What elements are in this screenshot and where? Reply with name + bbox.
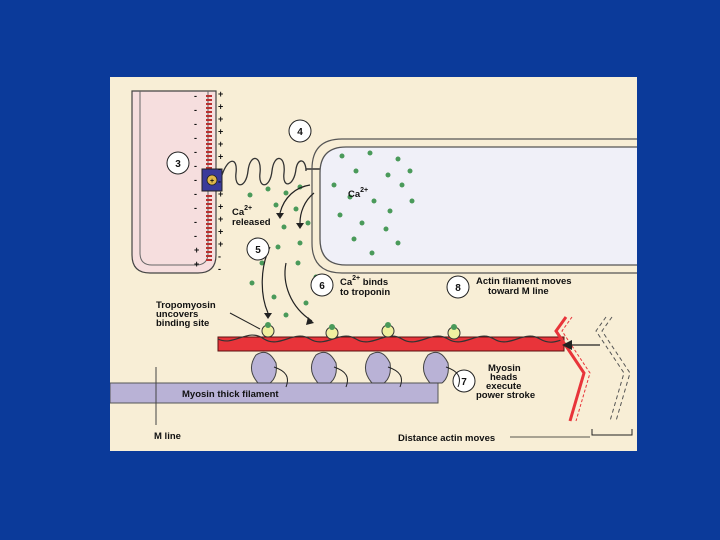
membrane-outer-sign-2: - — [194, 119, 197, 129]
membrane-inner-sign-11: + — [218, 227, 223, 237]
membrane-outer-sign-4: - — [194, 147, 197, 157]
membrane-inner-sign-9: + — [218, 202, 223, 212]
tropomyosin-pointer — [229, 312, 261, 330]
membrane-inner-sign-1: + — [218, 102, 223, 112]
ca-released-label: Ca2+released — [232, 205, 271, 228]
svg-text:8: 8 — [455, 283, 461, 294]
membrane-outer-sign-3: - — [194, 133, 197, 143]
distance-label: Distance actin moves — [398, 433, 495, 444]
membrane-outer-signs: - - - - - - - - - - - + + — [194, 91, 199, 269]
tropomyosin-strand — [217, 334, 565, 343]
t-tubule-membrane-inner — [139, 91, 209, 266]
membrane-inner-sign-0: + — [218, 89, 223, 99]
actin-thin-filament — [217, 336, 565, 352]
step-5-marker: 5 — [246, 237, 270, 261]
m-line-label: M line — [154, 431, 181, 442]
membrane-inner-sign-12: + — [218, 239, 223, 249]
ryanodine-coil — [221, 157, 307, 186]
svg-text:4: 4 — [297, 127, 303, 138]
membrane-outer-sign-9: - — [194, 217, 197, 227]
membrane-inner-sign-3: + — [218, 127, 223, 137]
z-line — [554, 316, 631, 422]
step-6-marker: 6 — [310, 273, 334, 297]
membrane-inner-sign-10: + — [218, 214, 223, 224]
myosin-filament-label: Myosin thick filament — [182, 389, 279, 400]
membrane-inner-sign-4: + — [218, 139, 223, 149]
svg-text:3: 3 — [175, 159, 181, 170]
membrane-outer-sign-7: - — [194, 189, 197, 199]
membrane-inner-signs: + + + + + + - - + + + + + - - — [218, 89, 223, 274]
membrane-inner-sign-13: - — [218, 252, 221, 262]
sr-membrane-outer — [311, 138, 637, 274]
membrane-outer-sign-10: - — [194, 231, 197, 241]
membrane-channel — [206, 95, 212, 263]
step-4-marker: 4 — [288, 119, 312, 143]
membrane-outer-sign-12: + — [194, 259, 199, 269]
actin-movement-arrow — [562, 340, 600, 350]
membrane-outer-sign-6: - — [194, 175, 197, 185]
myosin-heads — [251, 351, 449, 384]
svg-text:7: 7 — [461, 377, 467, 388]
svg-text:6: 6 — [319, 281, 325, 292]
troponin-complexes — [261, 322, 461, 340]
membrane-inner-sign-14: - — [218, 264, 221, 274]
voltage-sensor-icon: + — [201, 168, 223, 192]
membrane-outer-sign-11: + — [194, 245, 199, 255]
membrane-inner-sign-8: + — [218, 189, 223, 199]
muscle-contraction-diagram: + -----------++ ++++++--+++++-- — [110, 77, 637, 451]
svg-text:5: 5 — [255, 245, 261, 256]
ca-in-sr-label: Ca2+ — [348, 187, 368, 200]
svg-text:+: + — [210, 178, 214, 185]
membrane-inner-sign-2: + — [218, 114, 223, 124]
t-tubule-cell — [131, 90, 217, 274]
myosin-neck-arrows — [273, 366, 460, 388]
membrane-outer-sign-0: - — [194, 91, 197, 101]
calcium-ions-released — [247, 184, 319, 318]
distance-bracket — [591, 429, 633, 436]
diagram-svg: + -----------++ ++++++--+++++-- — [110, 89, 637, 444]
membrane-inner-sign-6: - — [218, 164, 221, 174]
sarcoplasmic-reticulum — [319, 146, 637, 266]
calcium-flow-arrowheads — [264, 213, 314, 325]
calcium-ions-sr — [331, 150, 415, 256]
step-8-marker: 8 — [446, 275, 470, 299]
membrane-inner-sign-7: - — [218, 177, 221, 187]
myosin-thick-filament — [110, 382, 439, 404]
membrane-outer-sign-8: - — [194, 203, 197, 213]
step-3-marker: 3 — [166, 151, 190, 175]
membrane-inner-sign-5: + — [218, 152, 223, 162]
membrane-outer-sign-5: - — [194, 161, 197, 171]
membrane-outer-sign-1: - — [194, 105, 197, 115]
step-markers: 3 4 5 6 7 8 — [166, 119, 476, 393]
